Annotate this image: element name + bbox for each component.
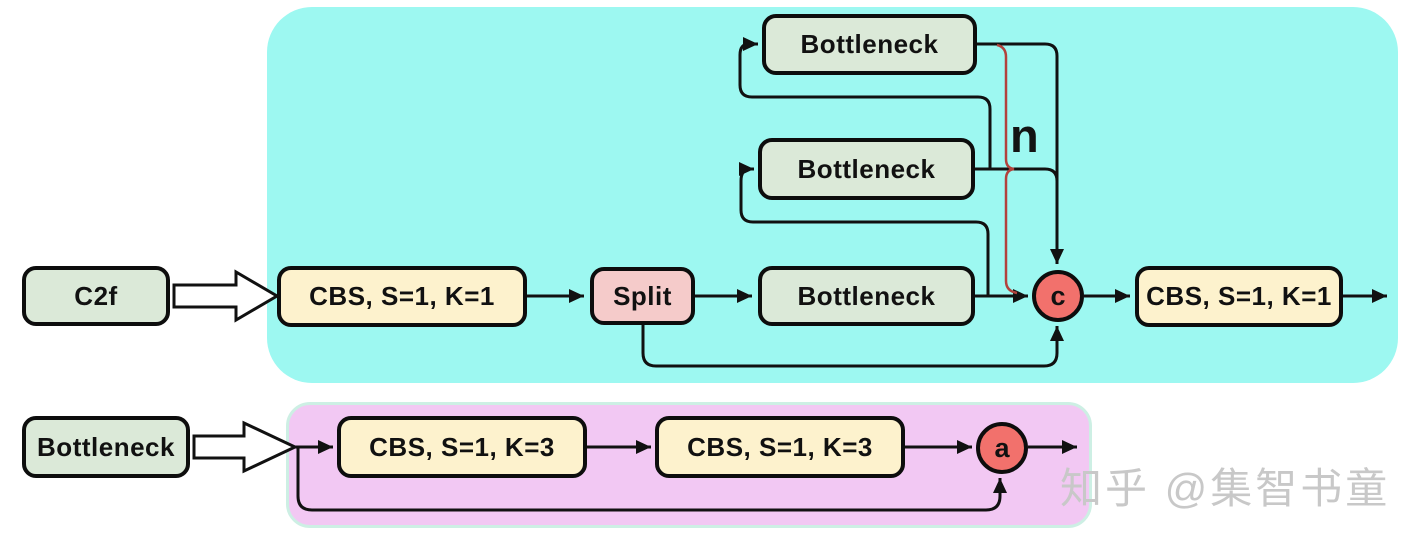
concat-node: c <box>1032 270 1084 322</box>
conv-out-box: CBS, S=1, K=1 <box>1135 266 1343 327</box>
wire-residual-skip-to-add <box>296 447 1007 512</box>
bottleneck-mid-label: Bottleneck <box>797 153 936 184</box>
conv1-label: CBS, S=1, K=3 <box>369 431 555 462</box>
wire-loop-mid-to-top <box>738 37 992 169</box>
conv-out-label: CBS, S=1, K=1 <box>1146 281 1332 311</box>
hollow-arrow-bottleneck <box>192 420 299 474</box>
hollow-arrow-c2f <box>172 269 280 323</box>
c2f-input-label: C2f <box>74 280 118 311</box>
c2f-input-box: C2f <box>22 266 170 326</box>
concat-node-label: c <box>1050 280 1066 311</box>
split-box: Split <box>590 267 695 325</box>
conv1-box: CBS, S=1, K=3 <box>337 416 587 478</box>
conv2-box: CBS, S=1, K=3 <box>655 416 905 478</box>
wire-topbottleneck-to-concat <box>977 42 1064 264</box>
wire-split-skip-to-concat <box>641 325 1064 368</box>
add-node: a <box>976 422 1028 474</box>
bottleneck-main-box: Bottleneck <box>758 266 975 326</box>
conv-in-label: CBS, S=1, K=1 <box>309 281 495 311</box>
bottleneck-mid-box: Bottleneck <box>758 138 975 200</box>
repeat-n-bracket <box>996 43 1018 295</box>
bottleneck-top-label: Bottleneck <box>800 29 939 59</box>
conv-in-box: CBS, S=1, K=1 <box>277 266 527 327</box>
wire-loop-main-to-mid <box>739 162 990 296</box>
watermark-text: 知乎 @集智书童 <box>1060 465 1391 512</box>
add-node-label: a <box>994 432 1010 463</box>
split-label: Split <box>613 280 672 311</box>
conv2-label: CBS, S=1, K=3 <box>687 431 873 462</box>
bottleneck-input-label: Bottleneck <box>37 431 175 462</box>
wire-midbottleneck-to-concat <box>975 167 1059 200</box>
bottleneck-input-box: Bottleneck <box>22 416 190 478</box>
bottleneck-top-box: Bottleneck <box>762 14 977 75</box>
bottleneck-main-label: Bottleneck <box>797 280 936 311</box>
repeat-count-label: n <box>1010 109 1039 162</box>
